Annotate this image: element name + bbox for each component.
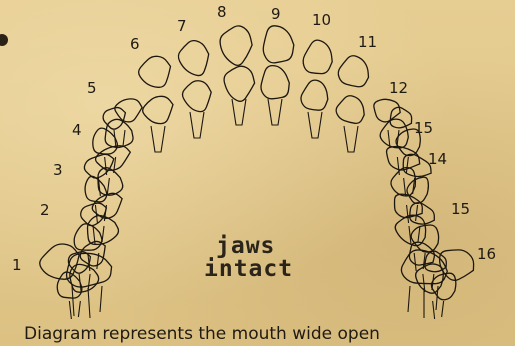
molar-crown — [92, 193, 122, 218]
upper-tooth-crown — [303, 40, 332, 73]
tooth-number-1: 1 — [12, 256, 22, 274]
tooth-number-10: 10 — [312, 11, 331, 29]
molar-crown — [105, 119, 133, 147]
upper-tooth-crown — [263, 26, 294, 63]
tooth-number-7: 7 — [177, 17, 187, 35]
tooth-number-15: 15 — [451, 200, 470, 218]
tooth-number-6: 6 — [130, 35, 140, 53]
upper-tooth-crown — [178, 41, 208, 76]
tooth-root — [190, 112, 204, 138]
molar-crown — [98, 168, 123, 196]
molar-root — [414, 253, 425, 271]
upper-tooth-crown — [338, 56, 368, 87]
molar-crown-inner — [84, 154, 113, 178]
lower-tooth-crown — [143, 96, 173, 123]
lower-tooth-crown — [336, 96, 364, 124]
molar-root — [433, 301, 444, 319]
tooth-number-11: 11 — [358, 33, 377, 51]
lower-tooth-crown — [182, 81, 211, 112]
tooth-number-9: 9 — [271, 5, 281, 23]
back-molar-left-outer — [40, 244, 79, 279]
tooth-number-4: 4 — [72, 121, 82, 139]
molar-crown-inner — [81, 203, 107, 226]
molar-crown-inner — [85, 176, 107, 202]
tooth-number-8: 8 — [217, 3, 227, 21]
molar-root — [69, 301, 80, 319]
lower-tooth-crown — [261, 66, 289, 99]
molar-root — [407, 205, 418, 223]
punch-hole-mark — [0, 34, 8, 46]
stamp-text-intact: intact — [204, 256, 293, 282]
upper-tooth-crown — [220, 26, 252, 65]
tooth-root — [308, 112, 322, 138]
lower-tooth-crown — [301, 80, 328, 110]
tooth-number-16: 16 — [477, 245, 496, 263]
molar-crown — [115, 99, 142, 122]
tooth-number-12: 12 — [389, 79, 408, 97]
tooth-number-13: 15 — [414, 119, 433, 137]
tooth-root — [151, 126, 165, 152]
tooth-root — [344, 126, 358, 152]
tooth-number-14: 14 — [428, 150, 447, 168]
molar-crown — [70, 264, 99, 292]
diagram-caption: Diagram represents the mouth wide open — [24, 324, 380, 344]
molar-crown — [380, 119, 408, 148]
tooth-number-5: 5 — [87, 79, 97, 97]
lower-tooth-crown — [224, 66, 255, 101]
molar-crown — [395, 194, 423, 218]
tooth-root — [232, 99, 246, 125]
upper-tooth-crown — [139, 56, 171, 87]
tooth-number-2: 2 — [40, 201, 50, 219]
molar-crown — [416, 264, 444, 293]
tooth-number-3: 3 — [53, 161, 63, 179]
tooth-root — [268, 99, 282, 125]
